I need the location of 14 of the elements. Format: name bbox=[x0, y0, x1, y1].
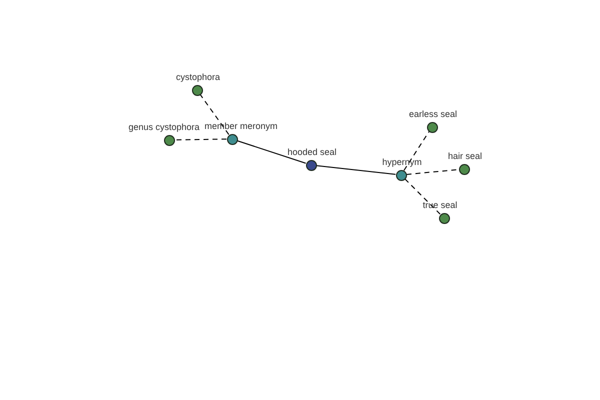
node-label: earless seal bbox=[408, 108, 458, 118]
node-label: hooded seal bbox=[287, 146, 337, 156]
node-label: true seal bbox=[422, 200, 458, 210]
connector bbox=[316, 165, 396, 175]
node-label: member meronym bbox=[204, 120, 278, 130]
dashed-connector bbox=[404, 178, 441, 215]
dashed-connector bbox=[174, 138, 227, 140]
dashed-connector bbox=[403, 131, 430, 171]
node-label: hypernym bbox=[382, 156, 422, 166]
node-label: genus cystophora bbox=[128, 122, 200, 132]
node-label: cystophora bbox=[176, 72, 220, 82]
connector bbox=[236, 140, 306, 164]
node-label: hair seal bbox=[448, 150, 482, 160]
dashed-connector bbox=[200, 94, 230, 136]
